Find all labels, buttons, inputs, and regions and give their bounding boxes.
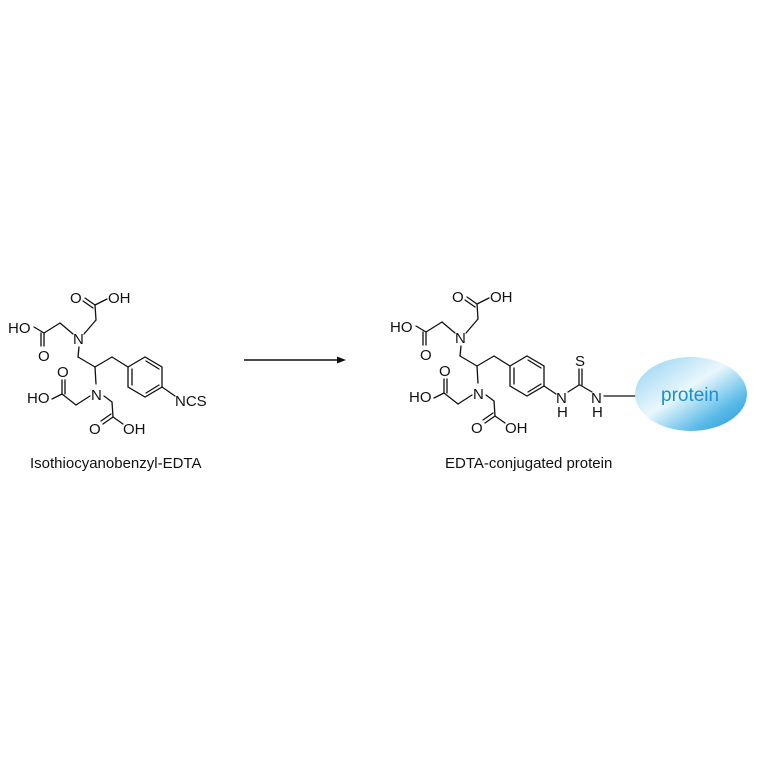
thiourea-h1-label: H	[557, 404, 568, 421]
o-left-label: O	[38, 348, 50, 365]
n-upper-label: N	[455, 330, 466, 347]
reactant-caption: Isothiocyanobenzyl-EDTA	[30, 455, 201, 472]
thiourea-n1-label: N	[556, 390, 567, 407]
product-structure: O OH HO O N N HO O O OH	[390, 289, 637, 437]
o-bottom-label: O	[89, 421, 101, 438]
o-top-label: O	[70, 290, 82, 307]
reaction-arrow	[244, 356, 346, 364]
o-left-label: O	[420, 347, 432, 364]
oh-bottom-label: OH	[505, 420, 528, 437]
ho-lower-label: HO	[409, 389, 432, 406]
oh-bottom-label: OH	[123, 421, 146, 438]
protein-blob: protein	[635, 357, 747, 431]
ncs-label: NCS	[175, 393, 207, 410]
ho-left-label: HO	[8, 320, 31, 337]
o-lower-left-label: O	[57, 364, 69, 381]
o-top-label: O	[452, 289, 464, 306]
o-lower-left-label: O	[439, 363, 451, 380]
oh-top-label: OH	[490, 289, 513, 306]
n-lower-label: N	[91, 387, 102, 404]
ho-lower-label: HO	[27, 390, 50, 407]
reactant-structure: O OH HO O N N HO O O OH	[8, 290, 207, 438]
o-bottom-label: O	[471, 420, 483, 437]
oh-top-label: OH	[108, 290, 131, 307]
n-upper-label: N	[73, 331, 84, 348]
thiourea-h2-label: H	[592, 404, 603, 421]
thiourea-n2-label: N	[591, 390, 602, 407]
thiourea-s-label: S	[575, 353, 585, 370]
product-caption: EDTA-conjugated protein	[445, 455, 612, 472]
ho-left-label: HO	[390, 319, 413, 336]
n-lower-label: N	[473, 386, 484, 403]
protein-label: protein	[661, 385, 719, 406]
